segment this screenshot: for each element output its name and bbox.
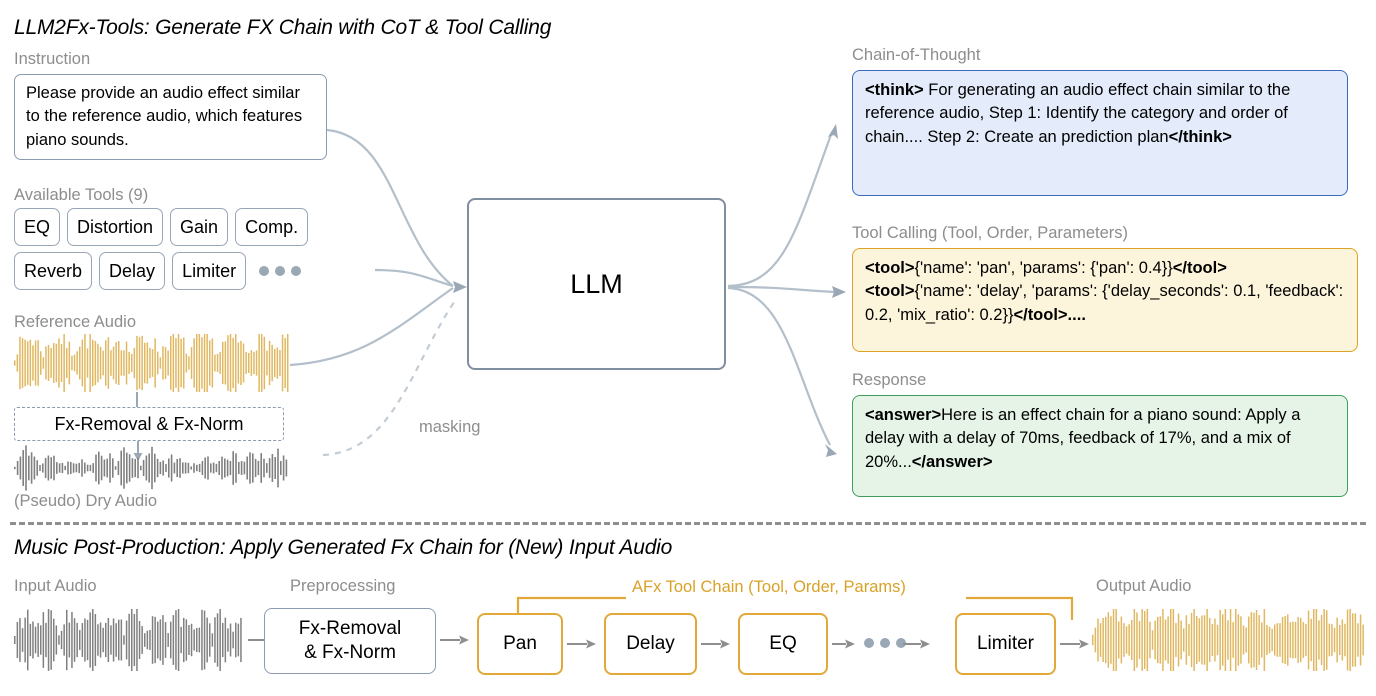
llm-label: LLM — [570, 268, 623, 299]
chain-box-pan[interactable]: Pan — [477, 613, 563, 675]
chain-box-limiter[interactable]: Limiter — [955, 613, 1056, 675]
fx-removal-norm-box-top: Fx-Removal & Fx-Norm — [14, 407, 284, 441]
tool-body-2: {'name': 'delay', 'params': {'delay_seco… — [865, 282, 1344, 324]
ref-to-fxremoval-arrow-icon — [136, 392, 138, 408]
think-close-tag: </think> — [1168, 127, 1232, 146]
input-audio-waveform — [14, 609, 242, 671]
instruction-box: Please provide an audio effect similar t… — [14, 74, 327, 160]
answer-body: Here is an effect chain for a piano soun… — [865, 406, 1301, 471]
available-tools-label: Available Tools (9) — [14, 186, 149, 204]
preprocessing-box-line1: Fx-Removal — [298, 618, 402, 640]
tool-chip-eq[interactable]: EQ — [14, 208, 61, 246]
more-tools-ellipsis-icon — [259, 266, 302, 276]
response-label: Response — [852, 371, 927, 389]
tool-calling-label: Tool Calling (Tool, Order, Parameters) — [852, 224, 1129, 242]
response-card: <answer>Here is an effect chain for a pi… — [852, 395, 1348, 497]
tool-open-tag-2: <tool> — [865, 282, 915, 301]
arrow-ellipsis-to-limiter-icon — [903, 639, 930, 649]
llm-box: LLM — [467, 198, 726, 370]
arrow-eq-to-ellipsis-icon — [832, 639, 855, 649]
chain-ellipsis-icon — [864, 638, 906, 648]
tool-chip-row-2: Reverb Delay Limiter — [14, 252, 302, 290]
reference-audio-waveform — [14, 334, 289, 392]
output-connectors — [727, 124, 846, 457]
afx-chain-bracket — [516, 596, 1074, 620]
chain-of-thought-card: <think> For generating an audio effect c… — [852, 70, 1348, 196]
tool-chip-delay[interactable]: Delay — [99, 252, 166, 290]
tool-chip-comp[interactable]: Comp. — [235, 208, 309, 246]
output-audio-waveform — [1092, 609, 1364, 671]
arrow-limiter-to-output-icon — [1060, 639, 1089, 649]
answer-open-tag: <answer> — [865, 406, 942, 424]
answer-close-tag: </answer> — [911, 452, 993, 471]
instruction-label: Instruction — [14, 50, 91, 68]
tool-close-tag-2: </tool>.... — [1013, 305, 1086, 324]
masking-label: masking — [419, 418, 481, 436]
input-audio-label: Input Audio — [14, 577, 97, 595]
arrow-preprocessing-to-pan-icon — [440, 635, 469, 645]
reference-audio-label: Reference Audio — [14, 313, 137, 331]
tool-body-1: {'name': 'pan', 'params': {'pan': 0.4}} — [914, 259, 1173, 277]
preprocessing-box-line2: & Fx-Norm — [304, 642, 396, 663]
bottom-section-title: Music Post-Production: Apply Generated F… — [14, 536, 673, 559]
arrow-delay-to-eq-icon — [701, 639, 730, 649]
arrow-pan-to-delay-icon — [567, 639, 596, 649]
think-body: For generating an audio effect chain sim… — [865, 81, 1291, 146]
chain-box-delay[interactable]: Delay — [604, 613, 697, 675]
tool-chip-limiter[interactable]: Limiter — [172, 252, 247, 290]
tool-chip-row-1: EQ Distortion Gain Comp. — [14, 208, 309, 246]
afx-tool-chain-label: AFx Tool Chain (Tool, Order, Params) — [632, 578, 906, 596]
tool-chip-distortion[interactable]: Distortion — [67, 208, 164, 246]
preprocessing-box: Fx-Removal & Fx-Norm — [264, 608, 436, 674]
think-open-tag: <think> — [865, 81, 924, 99]
chain-box-eq[interactable]: EQ — [738, 613, 828, 675]
tool-open-tag-1: <tool> — [865, 259, 915, 277]
preprocessing-label: Preprocessing — [290, 577, 396, 595]
fxremoval-to-dry-arrow-icon — [133, 441, 143, 461]
tool-calling-card: <tool>{'name': 'pan', 'params': {'pan': … — [852, 248, 1358, 352]
section-divider — [10, 522, 1366, 525]
dry-audio-waveform — [14, 445, 288, 491]
dry-audio-label: (Pseudo) Dry Audio — [14, 492, 158, 510]
output-audio-label: Output Audio — [1096, 577, 1192, 595]
top-section-title: LLM2Fx-Tools: Generate FX Chain with CoT… — [14, 16, 552, 39]
tool-chip-reverb[interactable]: Reverb — [14, 252, 93, 290]
tool-close-tag-1: </tool> — [1172, 259, 1227, 277]
chain-of-thought-label: Chain-of-Thought — [852, 46, 981, 64]
tool-chip-gain[interactable]: Gain — [170, 208, 229, 246]
input-connectors — [289, 128, 467, 457]
